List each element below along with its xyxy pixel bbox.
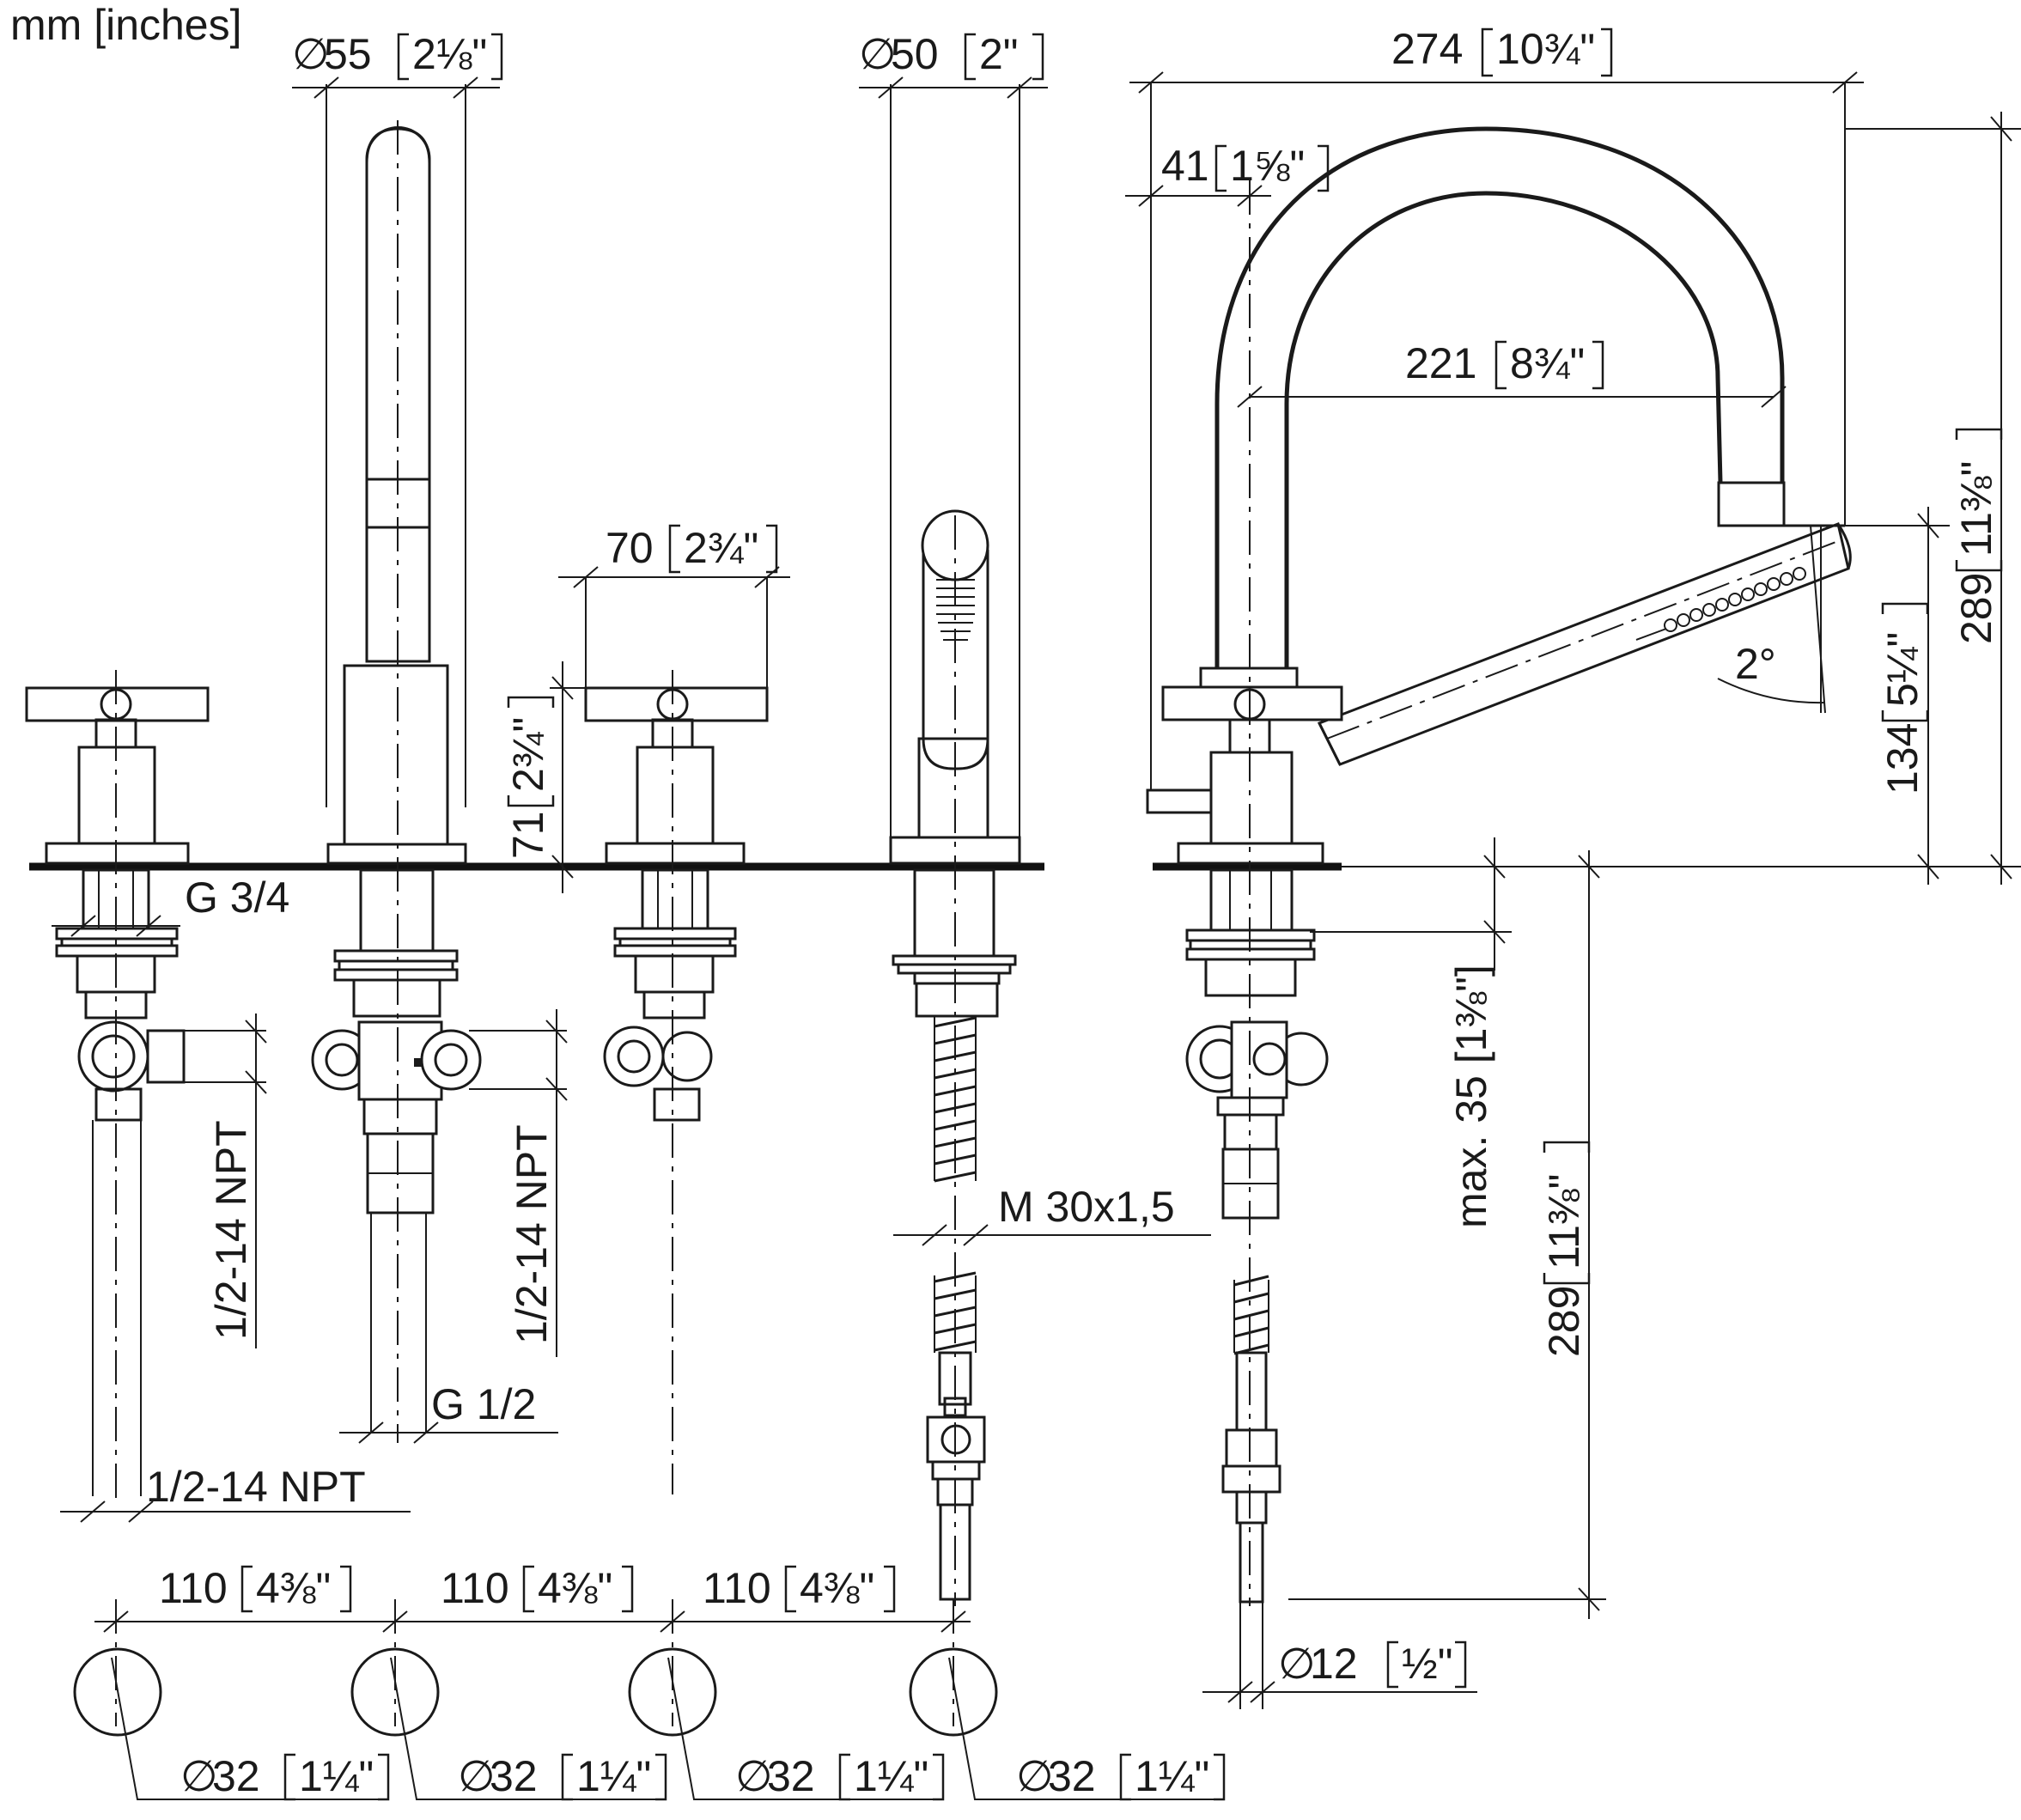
dim-hole-2: ∅ 32 1¼"	[458, 1752, 667, 1801]
dim-spout-offset: 41 1⅝"	[1161, 142, 1330, 192]
dim-value-mm: 32	[212, 1752, 260, 1800]
dim-value-inch: 10¾"	[1496, 25, 1595, 73]
left-cross-handle	[25, 686, 210, 1496]
shower-spray-holes	[1635, 567, 1806, 641]
dim-outlet-height: 134 5¼"	[1878, 602, 1929, 794]
dim-hose-thread: M 30x1,5	[998, 1183, 1175, 1231]
dim-total-height: 289 11⅜"	[1952, 428, 2003, 644]
dim-hole-1: ∅ 32 1¼"	[180, 1752, 390, 1801]
dim-value-mm: 32	[767, 1752, 815, 1800]
dim-value-inch: 1¼"	[854, 1752, 928, 1800]
dim-value-mm: 32	[490, 1752, 538, 1800]
mounting-hole-3	[628, 1647, 717, 1737]
dim-value-mm: 289	[1540, 1286, 1588, 1357]
dim-value-inch: 2¾"	[684, 524, 758, 572]
dim-value-inch: 2"	[979, 30, 1019, 78]
dim-handle-height: 71 2¾"	[504, 696, 555, 859]
dim-value-mm: 110	[703, 1564, 771, 1612]
dim-hole-3: ∅ 32 1¼"	[735, 1752, 945, 1801]
dim-value-inch: 11⅜"	[1952, 461, 2000, 557]
dim-hole-4: ∅ 32 1¼"	[1016, 1752, 1226, 1801]
dim-value-inch: 2⅛"	[412, 30, 487, 78]
dim-npt-bottom: 1/2-14 NPT	[146, 1463, 366, 1511]
diameter-symbol: ∅	[1278, 1640, 1316, 1688]
dim-value-inch: 4⅜"	[800, 1564, 874, 1612]
tall-spout	[311, 126, 482, 1433]
mounting-holes	[73, 1647, 998, 1737]
dim-value-inch: ½"	[1402, 1640, 1452, 1688]
dim-spacing-3: 110 4⅜"	[703, 1564, 896, 1613]
dim-value-inch: 8¾"	[1510, 339, 1585, 387]
dim-angle: 2°	[1735, 640, 1776, 688]
dim-spacing-2: 110 4⅜"	[441, 1564, 634, 1613]
dim-spout-diameter: ∅ 55 2⅛"	[292, 30, 503, 81]
dim-value-mm: 110	[441, 1564, 509, 1612]
dim-value-mm: 55	[324, 30, 372, 78]
center-cross-handle	[584, 686, 769, 1122]
dim-value-mm: 71	[504, 811, 552, 859]
right-hose-coil	[1233, 1275, 1269, 1355]
dim-spout-reach: 274 10¾"	[1391, 25, 1613, 77]
dim-value-inch: 1¼"	[576, 1752, 651, 1800]
diameter-symbol: ∅	[458, 1752, 496, 1800]
dim-value-inch: 1⅝"	[1230, 142, 1305, 190]
dim-value-inch: 4⅜"	[256, 1564, 331, 1612]
dim-spacing-1: 110 4⅜"	[159, 1564, 352, 1613]
swivel-spout-faucet	[1146, 126, 1852, 1604]
diameter-symbol: ∅	[180, 1752, 218, 1800]
centerlines	[115, 120, 1839, 1726]
dim-value-mm: 221	[1405, 339, 1476, 387]
dim-value-inch: 11⅜"	[1540, 1174, 1588, 1269]
dim-value-inch: 5¼"	[1878, 632, 1927, 707]
dim-value-mm: 32	[1048, 1752, 1096, 1800]
dim-hose-diameter: ∅ 12 ½"	[1278, 1640, 1467, 1689]
dimension-lines	[52, 71, 2021, 1800]
dim-value-mm: 12	[1310, 1640, 1358, 1688]
dim-handle-width: 70 2¾"	[606, 524, 778, 574]
dim-value-mm: 50	[891, 30, 939, 78]
units-label: mm [inches]	[10, 1, 242, 49]
dim-npt-center: 1/2-14 NPT	[508, 1124, 556, 1344]
dim-value-mm: 110	[159, 1564, 228, 1612]
dim-shower-diameter: ∅ 50 2"	[859, 30, 1044, 81]
dim-arc-width: 221 8¾"	[1405, 339, 1604, 390]
dim-thread-g12: G 1/2	[431, 1380, 536, 1428]
mounting-hole-4	[909, 1647, 998, 1737]
diameter-symbol: ∅	[1016, 1752, 1054, 1800]
dim-value-inch: 1¼"	[299, 1752, 374, 1800]
diameter-symbol: ∅	[292, 30, 330, 78]
dim-thread-g34: G 3/4	[185, 873, 289, 922]
mounting-hole-1	[73, 1647, 162, 1737]
dim-npt-left: 1/2-14 NPT	[207, 1120, 255, 1340]
dim-value-mm: 274	[1391, 25, 1463, 73]
diameter-symbol: ∅	[859, 30, 897, 78]
dim-value-mm: 41	[1161, 142, 1209, 190]
dim-value-inch: 4⅜"	[538, 1564, 612, 1612]
mounting-hole-2	[350, 1647, 440, 1737]
dim-value-inch: 1¼"	[1135, 1752, 1209, 1800]
diameter-symbol: ∅	[735, 1752, 773, 1800]
dim-value-inch: 2¾"	[504, 717, 552, 792]
dim-max-deck: max. 35 [1⅜"]	[1447, 965, 1495, 1228]
dim-value-mm: 70	[606, 524, 654, 572]
dim-value-mm: 134	[1878, 723, 1927, 794]
dim-below-deck: 289 11⅜"	[1540, 1141, 1591, 1357]
dim-value-mm: 289	[1952, 573, 2000, 644]
